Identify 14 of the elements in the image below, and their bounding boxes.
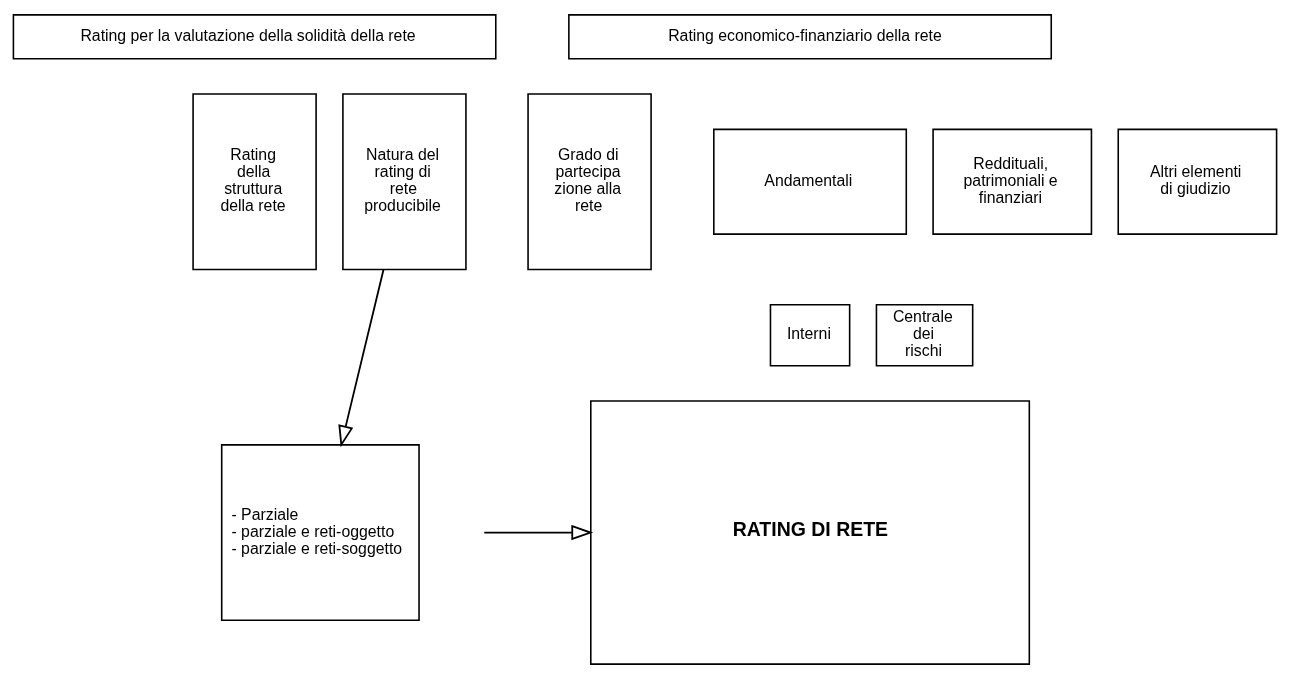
node-box: Natura del rating di rete producibile (342, 92, 467, 270)
node-box: Andamentali (713, 128, 908, 235)
node-box: Rating per la valutazione della solidità della rete (12, 13, 497, 59)
node-box: Altri elementi di giudizio (1117, 128, 1278, 235)
node-box: Centrale dei rischi (875, 303, 974, 366)
node-box: Rating economico-finanziario della rete (568, 13, 1053, 59)
node-box: Grado di partecipa zione alla rete (527, 92, 652, 270)
node-box: Interni (769, 303, 851, 366)
arrow (338, 268, 385, 447)
node-box: - Parziale - parziale e reti-oggetto - parziale e reti-soggetto (220, 443, 420, 621)
node-box: Reddituali, patrimoniali e finanziari (932, 128, 1093, 235)
node-box: Rating della struttura della rete (192, 92, 317, 270)
arrow (483, 524, 594, 540)
node-box: RATING DI RETE (590, 399, 1031, 665)
